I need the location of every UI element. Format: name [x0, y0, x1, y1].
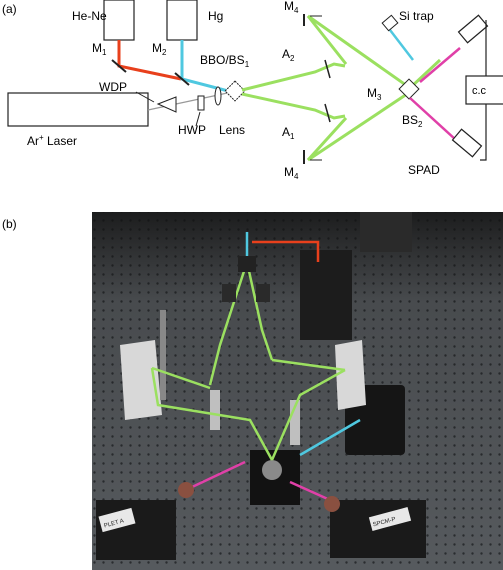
- fiber-coupler-left: [178, 482, 194, 498]
- optical-table: [92, 212, 503, 570]
- post-1: [210, 390, 220, 430]
- magenta-beam-upper: [420, 48, 460, 82]
- label-si-trap: Si trap: [399, 9, 434, 23]
- detector-housing-left: [96, 500, 176, 560]
- hg-lamp-box: [167, 0, 197, 40]
- detector-label-right-text: SPCM-P: [372, 517, 396, 529]
- he-ne-laser-box: [104, 0, 134, 40]
- label-wdp: WDP: [99, 80, 127, 94]
- frame-corner: [360, 212, 412, 252]
- green-beam-lower: [242, 94, 345, 118]
- fiber-coupler-right: [324, 496, 340, 512]
- cyan-beam-to-si-trap: [390, 30, 413, 60]
- ar-laser-box: [8, 93, 148, 126]
- label-a2: A2: [282, 47, 295, 63]
- photo-green-upper-left: [210, 262, 247, 385]
- bs2-stage: [250, 450, 300, 505]
- detector-housing-right: [345, 385, 405, 455]
- photo-magenta-right: [290, 482, 330, 500]
- label-he-ne: He-Ne: [72, 9, 107, 23]
- lens: [215, 87, 221, 105]
- green-beam-to-bs2-lower: [308, 92, 410, 160]
- photo-green-upper-right: [247, 262, 272, 360]
- post-3: [160, 310, 166, 400]
- label-m4-bot: M4: [284, 165, 299, 181]
- aperture-mount-left: [222, 284, 236, 302]
- cable-lower: [480, 104, 486, 160]
- label-m1: M1: [92, 41, 107, 57]
- photo-magenta-left: [190, 462, 245, 488]
- photo-green-left-path: [152, 368, 272, 460]
- label-bs2: BS2: [402, 113, 423, 129]
- red-beam: [119, 40, 181, 79]
- label-hg: Hg: [208, 9, 223, 23]
- label-ar-laser: Ar+ Laser: [27, 133, 77, 148]
- photo-red-beam: [252, 242, 318, 262]
- label-m3: M3: [367, 86, 382, 102]
- label-m4-top: M4: [284, 0, 299, 15]
- bs2-optic: [262, 460, 282, 480]
- detector-upper-icon: [459, 15, 488, 42]
- detector-label-left: [99, 508, 136, 532]
- si-trap-icon: [382, 15, 398, 30]
- detector-housing-right-bottom: [330, 500, 426, 558]
- panel-a-label: (a): [2, 2, 17, 16]
- photo-green-right-in: [272, 360, 345, 370]
- label-spad: SPAD: [408, 163, 440, 177]
- photo-green-left-in: [152, 368, 210, 388]
- photo-green-right-path: [272, 370, 345, 460]
- label-lens: Lens: [219, 123, 245, 137]
- label-m2: M2: [152, 41, 167, 57]
- green-beam-to-bs2-upper: [308, 16, 440, 88]
- label-a1: A1: [282, 125, 295, 141]
- detector-label-right: [369, 507, 411, 531]
- label-bbo-bs1: BBO/BS1: [200, 53, 250, 69]
- detector-lower-icon: [453, 129, 482, 156]
- aperture-mount-right: [256, 284, 270, 302]
- post-2: [290, 400, 300, 445]
- wdp-prism: [158, 97, 176, 112]
- label-cc: c.c: [472, 85, 487, 97]
- detector-label-left-text: PLET A: [103, 518, 124, 529]
- bbo-mount: [238, 256, 256, 272]
- label-hwp: HWP: [178, 123, 206, 137]
- mirror-mount-right: [335, 340, 366, 410]
- dark-enclosure: [300, 250, 352, 340]
- mirror-mount-left: [120, 340, 162, 420]
- panel-b-label: (b): [2, 217, 17, 231]
- hwp-plate: [198, 96, 204, 110]
- photo-vignette: [92, 212, 503, 570]
- bbo-crystal: [225, 81, 245, 101]
- setup-schematic: (a) He-Ne Hg M1 M2: [0, 0, 503, 205]
- photo-cyan-beam-out: [300, 420, 360, 455]
